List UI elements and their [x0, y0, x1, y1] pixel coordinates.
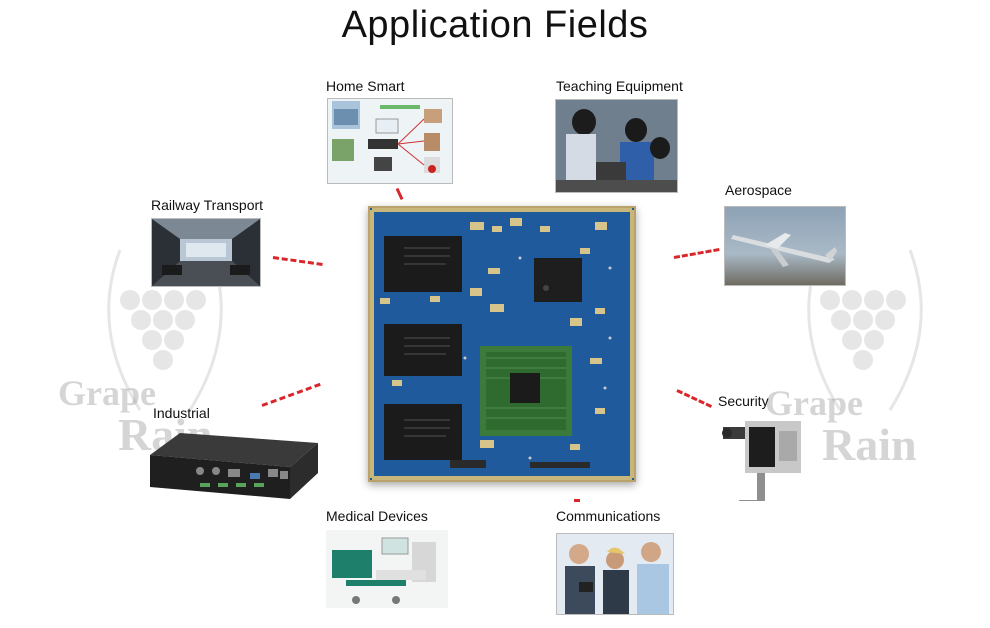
connector-industrial: [261, 382, 321, 407]
grape-rain-logo-left: [107, 249, 223, 411]
som-board-art: [370, 208, 634, 480]
photo-security: [719, 413, 805, 501]
label-communications: Communications: [556, 508, 661, 524]
label-medical-devices: Medical Devices: [326, 508, 428, 524]
watermark-grape-left: Grape: [58, 373, 156, 413]
connector-communications: [574, 499, 580, 502]
label-security: Security: [718, 393, 769, 409]
photo-aerospace: [724, 206, 846, 286]
photo-industrial: [140, 425, 320, 501]
connector-aerospace: [673, 248, 720, 259]
connector-railway: [272, 256, 323, 266]
label-teaching-equipment: Teaching Equipment: [556, 78, 683, 94]
label-aerospace: Aerospace: [725, 182, 792, 198]
label-industrial: Industrial: [153, 405, 210, 421]
som-board: [368, 206, 636, 482]
page-title: Application Fields: [341, 4, 649, 46]
photo-home-smart: [327, 98, 453, 184]
watermark-rain-right: Rain: [822, 419, 917, 470]
label-railway-transport: Railway Transport: [151, 197, 264, 213]
connector-security: [676, 389, 713, 408]
photo-teaching-equipment: [555, 99, 678, 193]
connector-home-smart: [395, 187, 404, 201]
photo-railway-transport: [151, 218, 261, 287]
watermark-grape-right: Grape: [765, 383, 863, 423]
photo-medical-devices: [326, 530, 448, 608]
label-home-smart: Home Smart: [326, 78, 405, 94]
photo-communications: [556, 533, 674, 615]
